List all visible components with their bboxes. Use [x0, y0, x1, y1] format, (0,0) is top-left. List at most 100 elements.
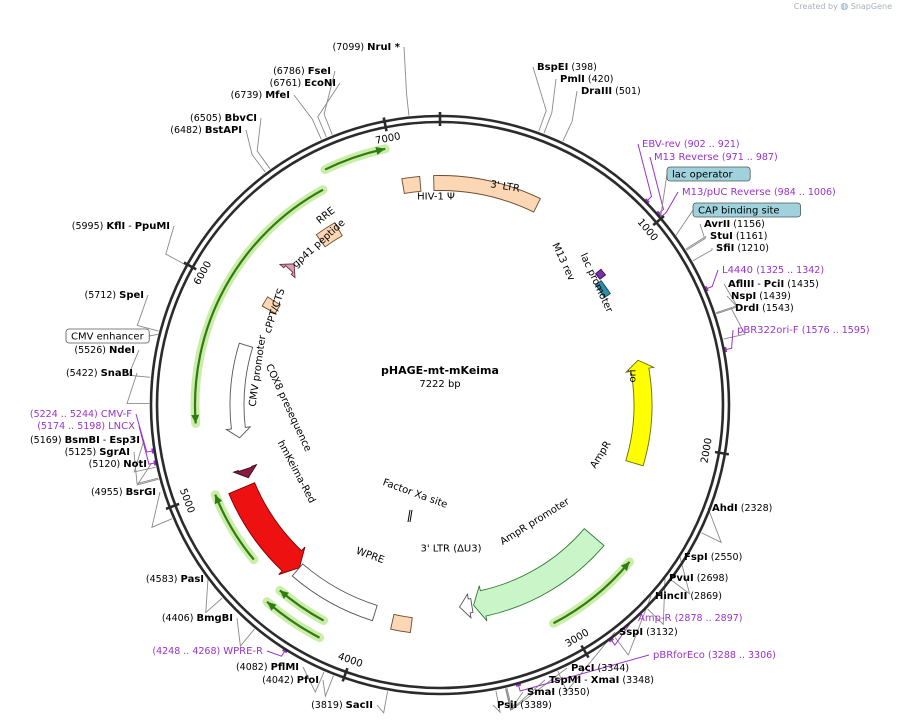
- snapgene-logo-icon: ◍: [840, 2, 849, 12]
- enzyme-leader-mfei: [293, 94, 322, 140]
- tick-label: 7000: [374, 131, 401, 147]
- primer-leader-ebv-rev: [637, 143, 653, 202]
- enzyme-label-smai: SmaI (3350): [527, 687, 590, 698]
- cppt-cts-box: [261, 296, 281, 314]
- enzyme-label-tspmi: TspMI - XmaI (3348): [549, 675, 654, 686]
- enzyme-leader-drdi: [723, 307, 746, 340]
- boxed-feature-cap-binding-site: CAP binding site: [675, 202, 801, 237]
- enzyme-label-pmli: PmlI (420): [560, 74, 613, 85]
- enzyme-leader-kfli: [165, 225, 186, 266]
- enzyme-label-nrui: (7099) NruI *: [333, 42, 401, 53]
- tick-mark: [183, 261, 197, 271]
- green-arrow-lower-left-head: [214, 494, 223, 505]
- plasmid-length: 7222 bp: [419, 379, 460, 390]
- ampr-promoter-arrow: [458, 592, 474, 619]
- primer-labels: EBV-rev (902 .. 921) M13 Reverse (971 .. …: [30, 139, 870, 661]
- enzyme-label-psii: PsiI (3389): [497, 700, 552, 711]
- enzyme-label-drdi: DrdI (1543): [735, 303, 794, 314]
- enzyme-label-bstapi: (6482) BstAPI: [170, 125, 242, 136]
- enzyme-label-sacii: (3819) SacII: [311, 700, 373, 711]
- svg-text:lac operator: lac operator: [672, 170, 733, 181]
- factor-xa-marker: [407, 509, 411, 523]
- label-cppt-cts: cPPT/CTS: [263, 287, 288, 335]
- boxed-feature-lac-operator: lac operator: [660, 166, 751, 217]
- tick-mark: [580, 644, 590, 659]
- enzyme-leader-fsei: [323, 70, 336, 135]
- enzyme-label-kfli: (5995) KflI - PpuMI: [72, 221, 170, 232]
- tick-mark: [652, 215, 665, 227]
- enzyme-label-noti: (5120) NotI: [89, 459, 147, 470]
- enzyme-leader-bsrgi: [151, 491, 173, 529]
- enzyme-label-spei: (5712) SpeI: [85, 290, 144, 301]
- enzyme-leader-noti: [136, 463, 159, 486]
- primer-leader-m13-reverse: [649, 156, 665, 215]
- green-arrow-bottom-inner-head: [279, 590, 289, 599]
- enzyme-leader-pmli: [543, 78, 557, 134]
- cox8-presequence-arrow: [232, 463, 258, 479]
- primer-leader-amp-r: [610, 617, 635, 646]
- enzyme-label-bbvci: (6505) BbvCI: [190, 113, 257, 124]
- wpre-box: [291, 563, 378, 622]
- label-hiv1-psi: HIV-1 Ψ: [417, 192, 455, 203]
- label-3-ltr-delta-u3: 3' LTR (ΔU3): [420, 544, 481, 555]
- green-arrow-top-head: [375, 146, 386, 155]
- primer-label-m13-reverse: M13 Reverse (971 .. 987): [654, 152, 778, 163]
- enzyme-leader-pfoi: [322, 675, 334, 698]
- enzyme-leader-stui: [686, 235, 707, 251]
- created-by-text: Created by: [793, 2, 838, 11]
- enzyme-leader-paci: [506, 667, 568, 711]
- enzyme-leader-draiii: [562, 90, 578, 142]
- primer-leader-pbr322ori-f: [724, 329, 734, 351]
- enzyme-leader-pvui: [647, 577, 666, 626]
- tick-mark: [165, 502, 180, 511]
- green-arrow-right-lower-head: [620, 561, 630, 571]
- label-cox8-presequence: COX8 presequence: [263, 363, 313, 454]
- ltr-3-prime-delta-u3: [390, 613, 413, 634]
- enzyme-label-afliii: AflIII - PciI (1435): [728, 279, 819, 290]
- enzyme-label-bspei: BspEI (398): [537, 62, 597, 73]
- enzyme-leader-bspei: [532, 66, 547, 132]
- enzyme-label-sgrai: (5125) SgrAI: [65, 447, 130, 458]
- enzyme-label-bsmbi: (5169) BsmBI - Esp3I: [30, 435, 140, 446]
- primer-label-ebv-rev: EBV-rev (902 .. 921): [642, 139, 740, 150]
- enzyme-label-hincii: HincII (2869): [655, 591, 722, 602]
- enzyme-leader-spei: [136, 294, 159, 332]
- hiv1-psi-box: [401, 175, 422, 195]
- enzyme-leader-nrui: [403, 46, 410, 116]
- enzyme-label-econi: (6761) EcoNI: [270, 78, 336, 89]
- plasmid-name: pHAGE-mt-mKeima: [381, 364, 499, 377]
- enzyme-leader-ndei: [127, 349, 151, 378]
- enzyme-leader-hincii: [614, 595, 652, 656]
- enzyme-label-paci: PacI (3344): [571, 663, 629, 674]
- primer-label-m13-puc-reverse: M13/pUC Reverse (984 .. 1006): [682, 187, 836, 198]
- enzyme-label-sspi: SspI (3132): [619, 627, 678, 638]
- primer-label-lncx: (5174 .. 5198) LNCX: [37, 421, 135, 432]
- label-lac-promoter: lac promoter: [577, 252, 614, 315]
- green-arrow-bottom-outer-head: [266, 601, 277, 611]
- label-wpre: WPRE: [354, 546, 385, 566]
- enzyme-leader-pflmi: [302, 666, 325, 694]
- enzyme-label-fspi: FspI (2550): [684, 552, 742, 563]
- enzyme-label-bsrgi: (4955) BsrGI: [91, 487, 156, 498]
- factor-xa-marker-2: [409, 509, 413, 523]
- svg-text:CMV enhancer: CMV enhancer: [71, 332, 145, 343]
- cmv-promoter-arrow: [225, 342, 254, 439]
- enzyme-label-pasi: (4583) PasI: [146, 574, 204, 585]
- gp41-peptide-arrow: [278, 263, 296, 279]
- enzyme-leader-sgrai: [133, 451, 159, 485]
- enzyme-leader-bsmbi: [133, 439, 156, 473]
- label-gp41-peptide: gp41 peptide: [291, 218, 348, 271]
- enzyme-labels: (7099) NruI * BspEI (398)PmlI (420)DraIII…: [30, 42, 819, 711]
- primer-leader-lncx: [138, 425, 156, 465]
- rre-box: [315, 222, 343, 248]
- enzyme-label-pfoi: (4042) PfoI: [262, 675, 319, 686]
- enzyme-leader-sacii: [376, 691, 389, 714]
- svg-text:CAP binding site: CAP binding site: [698, 206, 780, 217]
- ori-arrow: [624, 359, 656, 467]
- snapgene-name: SnapGene: [850, 2, 892, 11]
- enzyme-label-draiii: DraIII (501): [581, 86, 641, 97]
- enzyme-leader-pasi: [205, 578, 223, 614]
- label-ampr: AmpR: [588, 439, 613, 470]
